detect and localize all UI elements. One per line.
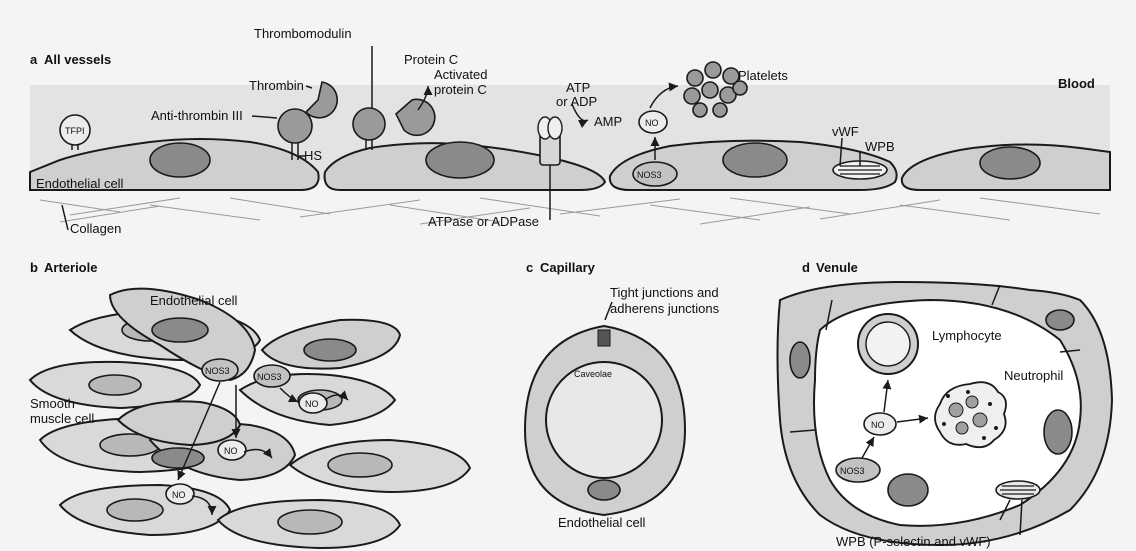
panel-c: c Capillary Tight junctions and adherens…: [525, 260, 720, 530]
neutrophil-label: Neutrophil: [1004, 368, 1063, 383]
hs-label: HS: [304, 148, 322, 163]
atpase-label: ATPase or ADPase: [428, 214, 539, 229]
tight-label-2: adherens junctions: [610, 301, 720, 316]
vwf-label: vWF: [832, 124, 859, 139]
no-label-a: NO: [645, 118, 659, 128]
amp-label: AMP: [594, 114, 622, 129]
no-label-b1: NO: [305, 399, 319, 409]
no-label-b2: NO: [224, 446, 238, 456]
atp-label-2: or ADP: [556, 94, 597, 109]
endothelial-label-b: Endothelial cell: [150, 293, 238, 308]
lymphocyte-label: Lymphocyte: [932, 328, 1002, 343]
panel-a-letter: a: [30, 52, 38, 67]
wpb-label-a: WPB: [865, 139, 895, 154]
protein-c-label: Protein C: [404, 52, 458, 67]
endothelial-label-c: Endothelial cell: [558, 515, 646, 530]
platelets-label: Platelets: [738, 68, 788, 83]
nos3-label-d: NOS3: [840, 466, 865, 476]
nos3-label-b1: NOS3: [205, 366, 230, 376]
lymphocyte: [858, 314, 918, 374]
tight-label-1: Tight junctions and: [610, 285, 719, 300]
panel-a-title: All vessels: [44, 52, 111, 67]
smooth-label-1: Smooth: [30, 396, 75, 411]
panel-c-title: Capillary: [540, 260, 596, 275]
no-label-b3: NO: [172, 490, 186, 500]
panel-d: d Venule Lymphocyte: [778, 260, 1113, 549]
caveolae-label: Caveolae: [574, 369, 612, 379]
panel-d-title: Venule: [816, 260, 858, 275]
nos3-label-a: NOS3: [637, 170, 662, 180]
no-label-d: NO: [871, 420, 885, 430]
nucleus: [150, 143, 210, 177]
smooth-label-2: muscle cell: [30, 411, 94, 426]
thrombin-label: Thrombin: [249, 78, 304, 93]
wpb-label-d: WPB (P-selectin and vWF): [836, 534, 991, 549]
antithrombin-label: Anti-thrombin III: [151, 108, 243, 123]
panel-d-letter: d: [802, 260, 810, 275]
nos3-label-b2: NOS3: [257, 372, 282, 382]
activated-label-2: protein C: [434, 82, 487, 97]
thrombomodulin-label: Thrombomodulin: [254, 26, 352, 41]
collagen-label: Collagen: [70, 221, 121, 236]
blood-label: Blood: [1058, 76, 1095, 91]
panel-b-title: Arteriole: [44, 260, 97, 275]
capillary-tube: [525, 326, 685, 515]
panel-a: a All vessels Blood TFPI: [30, 26, 1110, 236]
tfpi-label: TFPI: [65, 126, 85, 136]
nucleus: [723, 143, 787, 177]
panel-b: b Arteriole: [30, 260, 470, 548]
collagen-fibers: [40, 198, 1100, 224]
atp-label-1: ATP: [566, 80, 590, 95]
nucleus: [426, 142, 494, 178]
panel-b-letter: b: [30, 260, 38, 275]
endothelial-label-a: Endothelial cell: [36, 176, 124, 191]
activated-label-1: Activated: [434, 67, 487, 82]
nucleus: [980, 147, 1040, 179]
panel-c-letter: c: [526, 260, 533, 275]
